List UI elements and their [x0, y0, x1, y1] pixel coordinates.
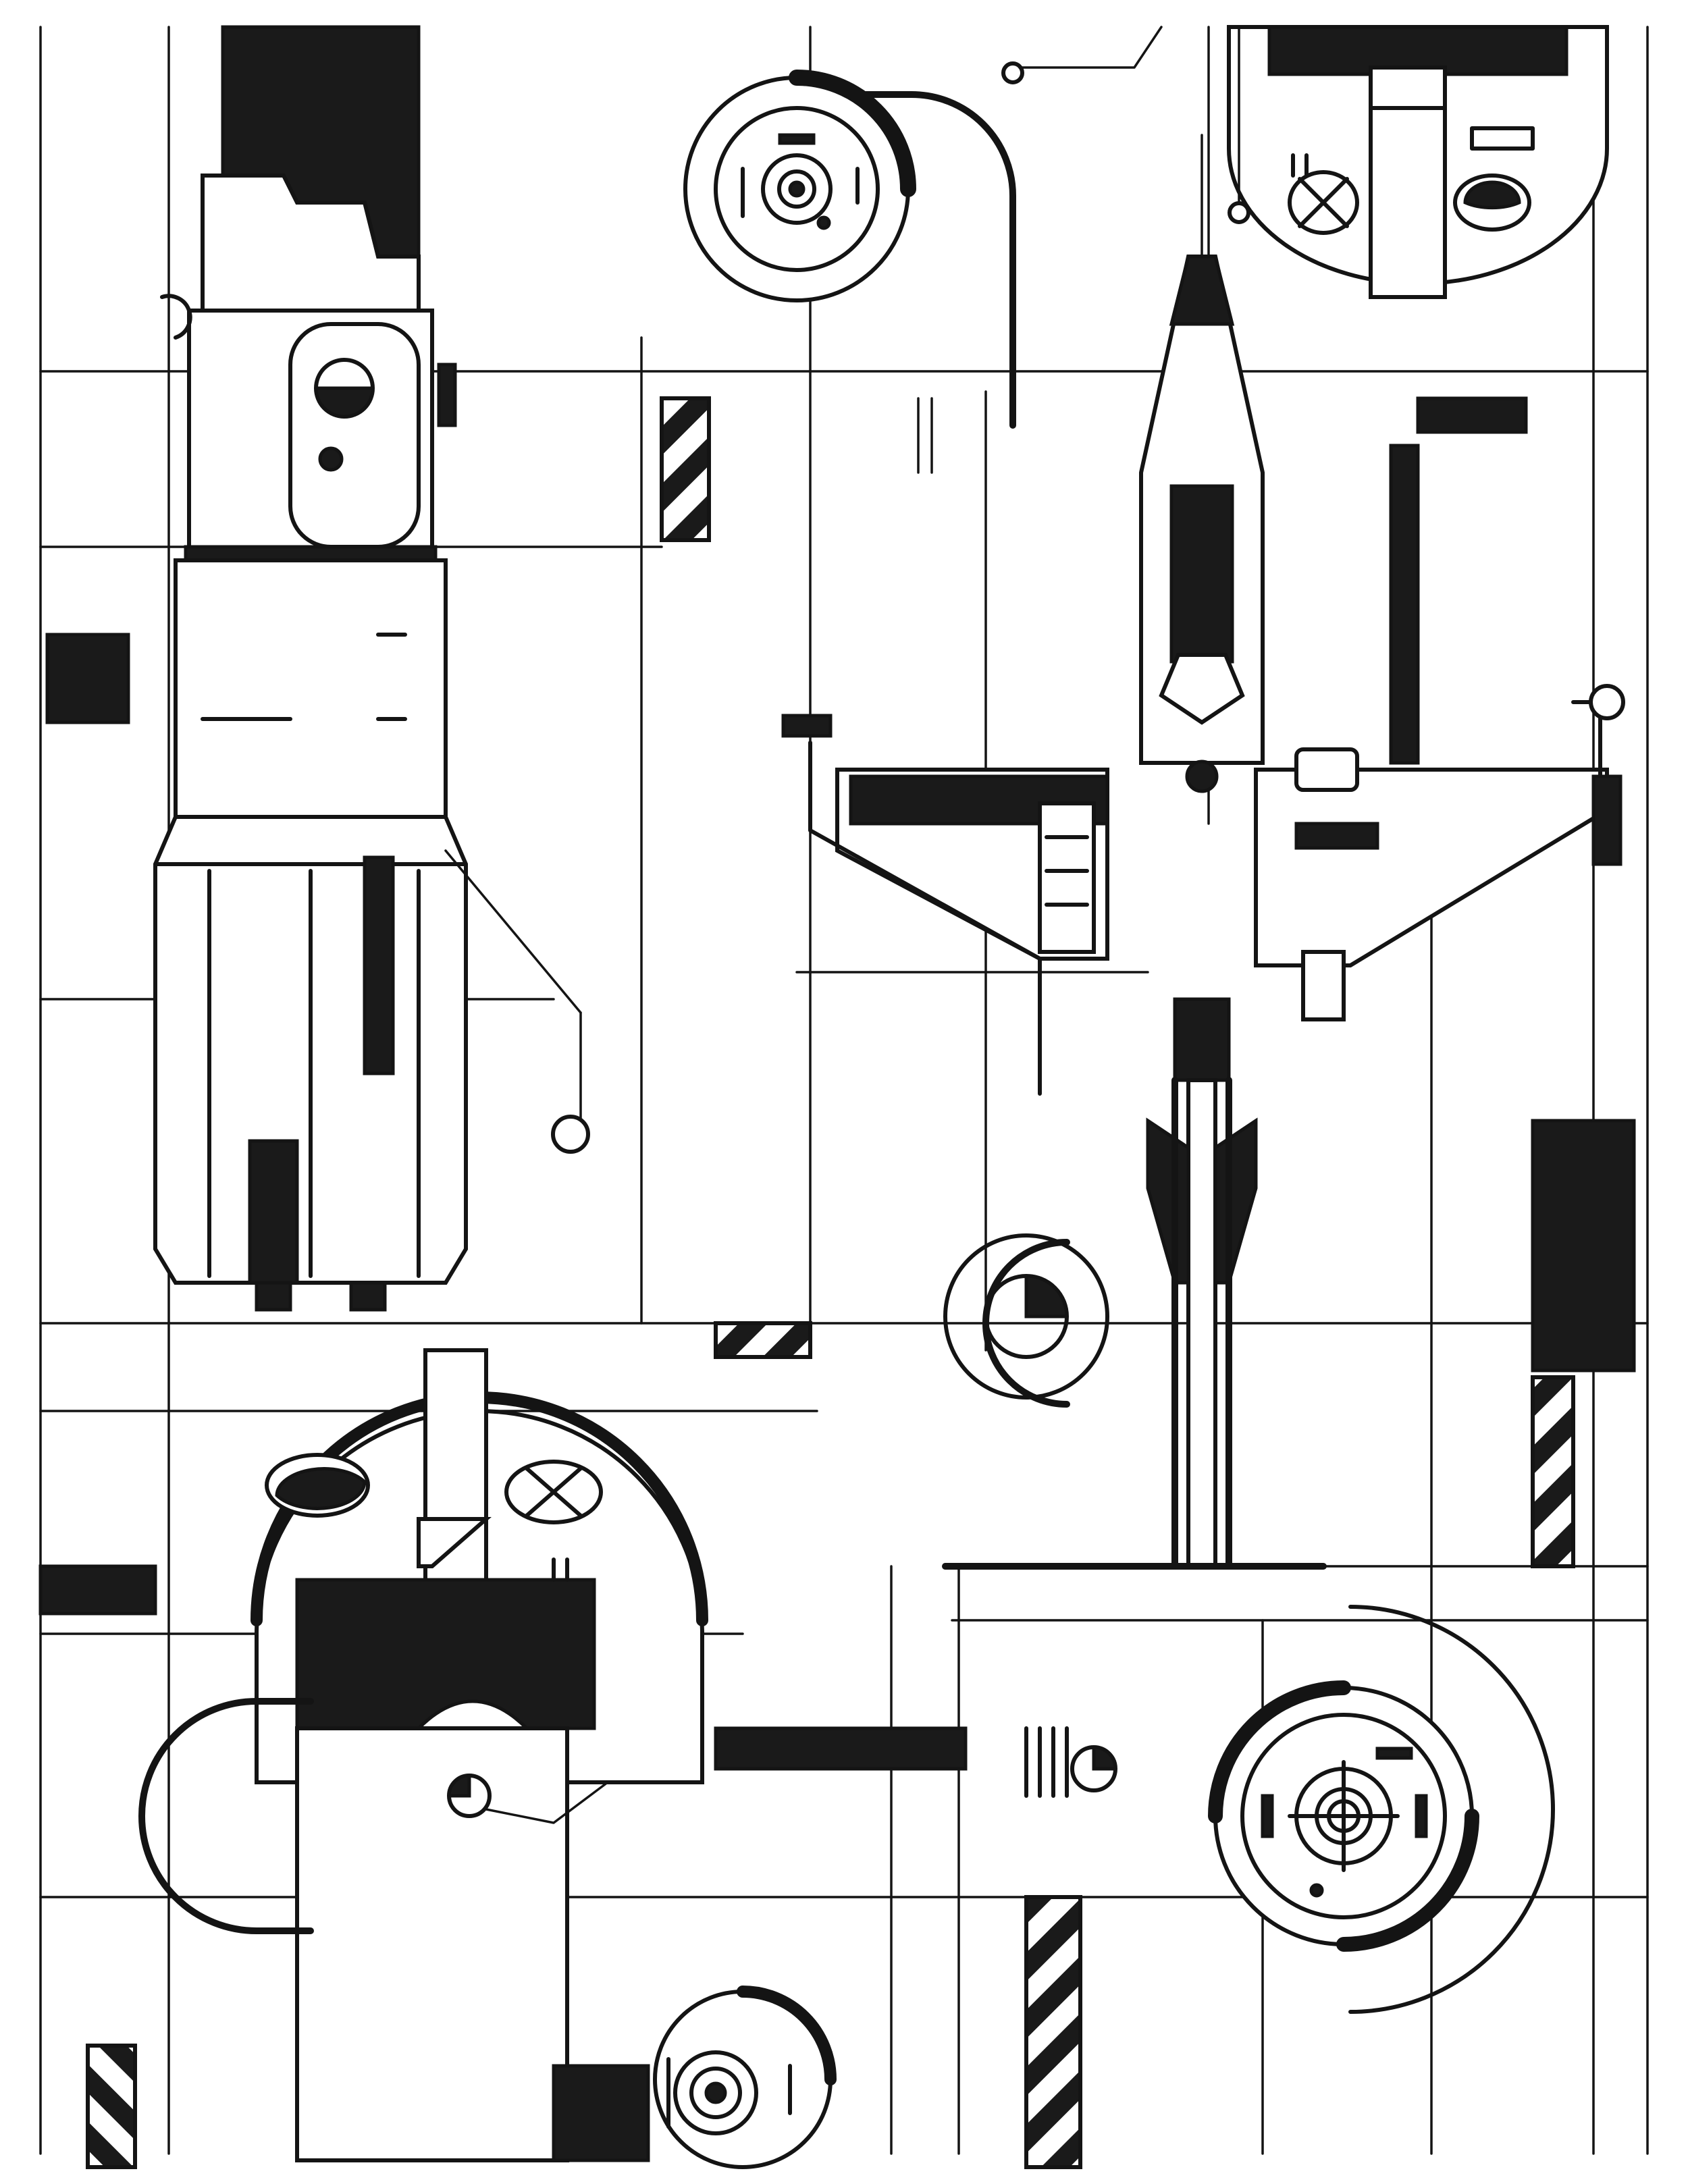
hazard-stripe-lower [1024, 1895, 1082, 2169]
x-wing-fighter [781, 255, 1625, 1570]
right-block-tall [1389, 444, 1420, 765]
hazard-stripe-mid [714, 1321, 812, 1359]
center-quarter-circle [943, 1233, 1109, 1408]
bottom-circle-connector [1024, 1726, 1117, 1798]
bottom-center-dome [653, 1986, 837, 2169]
right-block-large [1531, 1119, 1636, 1373]
left-edge-block-lower [38, 1564, 157, 1616]
hazard-stripe-right [1531, 1375, 1575, 1568]
bottom-helmet [250, 1348, 708, 2162]
bottom-left-pod [138, 1698, 314, 1934]
lightsaber-hilt [153, 174, 590, 1312]
left-edge-block-upper [45, 633, 130, 724]
hazard-stripe-bottom-left [86, 2044, 137, 2169]
top-connectors [917, 26, 1163, 474]
right-block-upper [1416, 396, 1528, 434]
bottom-right-dome [1208, 1605, 1555, 2014]
mid-bottom-bar [714, 1726, 968, 1771]
hazard-stripe-upper [660, 396, 711, 542]
top-helmet [1201, 25, 1609, 744]
top-astromech-dome [683, 70, 1016, 429]
bottom-left-chunk [552, 2064, 650, 2162]
